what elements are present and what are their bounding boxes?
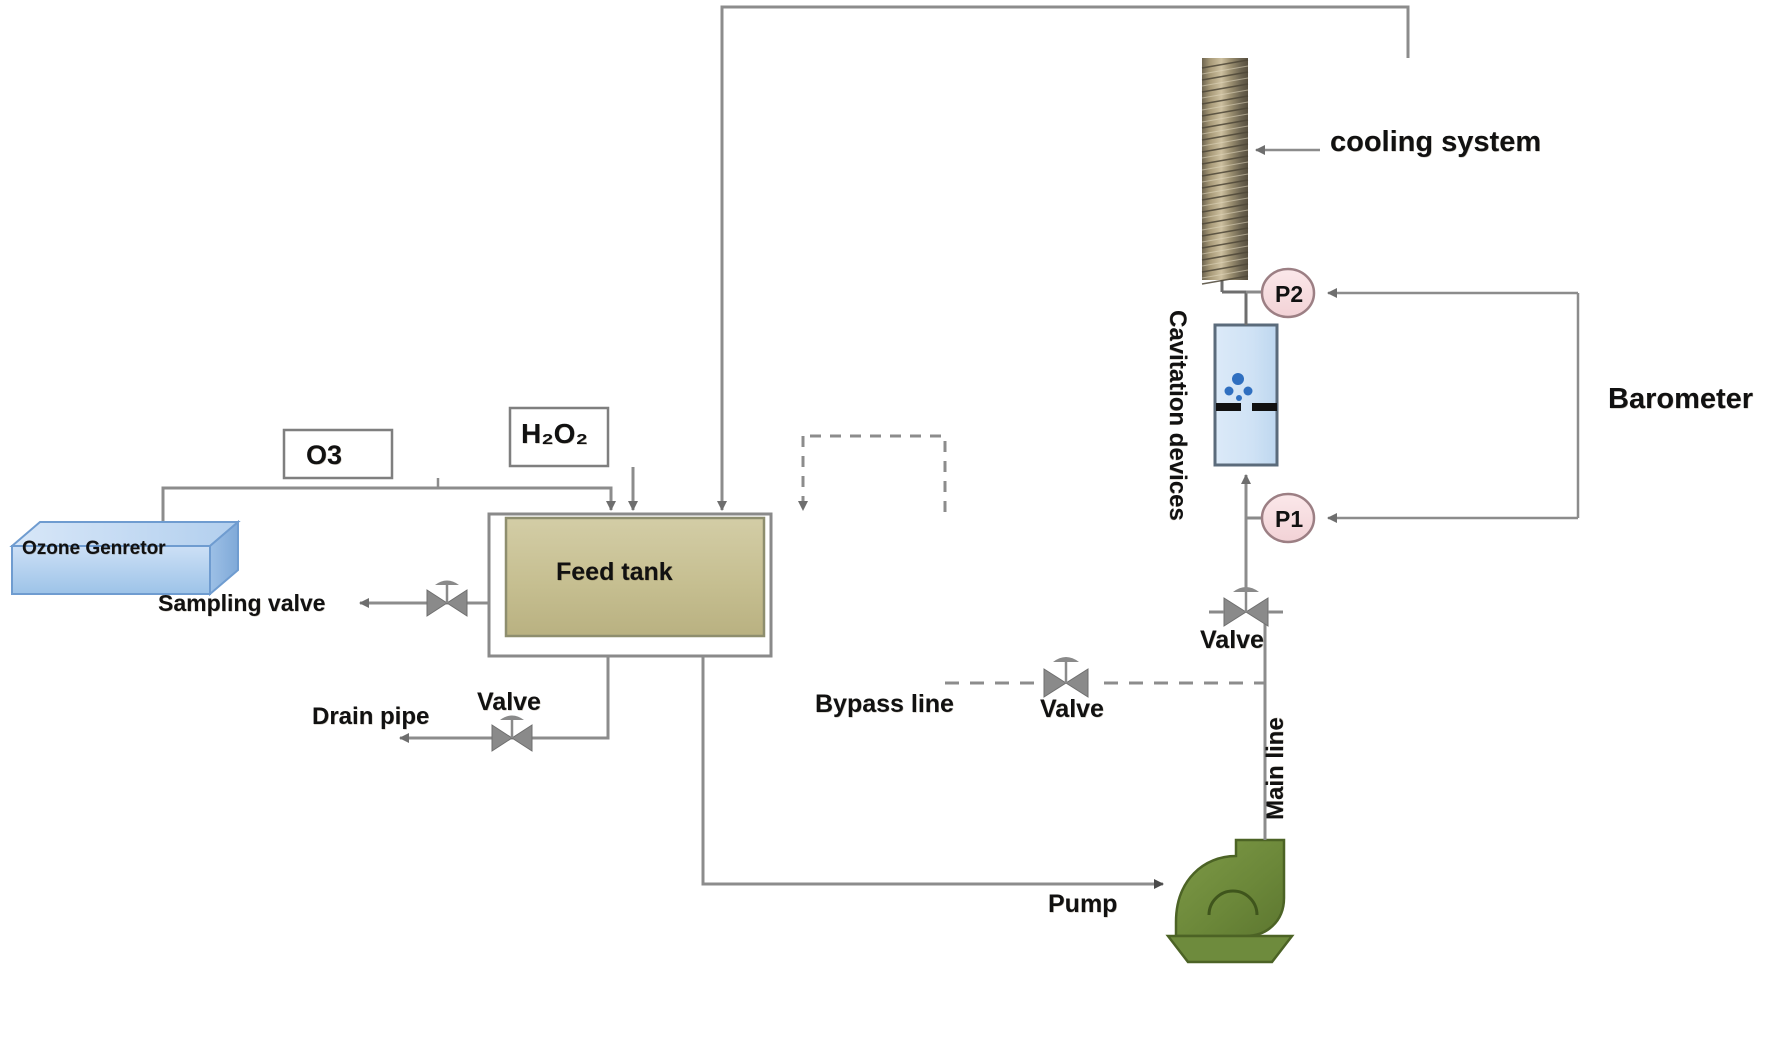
- drain-line: [399, 656, 610, 743]
- drain-valve-label: Valve: [477, 688, 541, 716]
- ozone-generator[interactable]: [9, 519, 241, 597]
- bypass-line-label: Bypass line: [815, 690, 954, 718]
- pump-suction-line: [701, 656, 1164, 889]
- main-valve-label: Valve: [1200, 626, 1264, 654]
- cavitation-device[interactable]: [1213, 323, 1279, 467]
- cooling-coil[interactable]: [1201, 58, 1249, 285]
- main-line-label: Main line: [1262, 717, 1289, 820]
- sampling-valve-symbol[interactable]: [426, 580, 468, 617]
- gauge-p1[interactable]: [1260, 492, 1316, 544]
- gauge-p2-label: P2: [1275, 281, 1304, 307]
- pump[interactable]: [1165, 838, 1295, 964]
- gauge-p2[interactable]: [1260, 267, 1316, 319]
- cooling-system-label: cooling system: [1330, 126, 1542, 158]
- pump-label: Pump: [1048, 890, 1118, 918]
- gauge-p1-label: P1: [1275, 506, 1304, 532]
- bypass-valve-symbol[interactable]: [1043, 657, 1089, 698]
- bypass-valve-label: Valve: [1040, 695, 1104, 723]
- recycle-return-line: [717, 5, 1410, 511]
- feed-tank-label: Feed tank: [556, 558, 673, 586]
- sampling-valve-label: Sampling valve: [158, 590, 326, 616]
- drain-pipe-label: Drain pipe: [312, 703, 430, 730]
- h2o2-box[interactable]: [508, 406, 610, 468]
- o3-box-label: O3: [306, 440, 343, 470]
- ozone-generator-label: Ozone Genretor: [22, 538, 166, 559]
- barometer-line: [1327, 288, 1580, 523]
- h2o2-box-label: H₂O₂: [521, 418, 588, 449]
- drain-valve-symbol[interactable]: [491, 715, 533, 752]
- o3-box[interactable]: [282, 428, 394, 480]
- bypass-return-line: [798, 434, 947, 512]
- main-valve-symbol[interactable]: [1209, 587, 1283, 627]
- cavitation-devices-label: Cavitation devices: [1164, 310, 1191, 521]
- barometer-label: Barometer: [1608, 383, 1754, 415]
- feed-tank[interactable]: [487, 512, 773, 658]
- cavitation-outlet-line: [1220, 278, 1248, 325]
